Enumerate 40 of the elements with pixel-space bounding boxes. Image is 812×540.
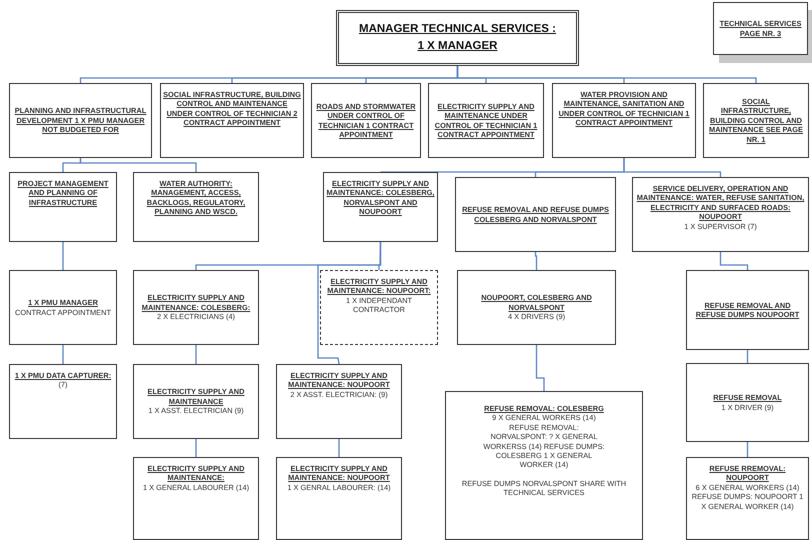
org-unit-box: [133, 270, 259, 345]
connector-line: [720, 252, 748, 270]
org-unit-box: [703, 83, 809, 158]
org-unit-box: [9, 83, 152, 158]
org-unit-box: [686, 270, 809, 350]
org-unit-box: [160, 83, 304, 158]
org-unit-box: [686, 457, 809, 540]
connector-line: [195, 345, 197, 364]
org-unit-box: [9, 172, 117, 242]
org-unit-box: [9, 270, 117, 345]
connector-line: [338, 439, 340, 457]
org-unit-box: [133, 172, 259, 242]
org-unit-box: [686, 363, 809, 442]
org-unit-box: [428, 83, 544, 158]
org-unit-box: [336, 10, 579, 66]
connector-line: [317, 242, 382, 364]
org-unit-box: [445, 391, 643, 540]
connector-line: [62, 345, 64, 364]
org-unit-box: [457, 270, 616, 345]
org-unit-box: [323, 172, 438, 242]
connector-line: [746, 350, 748, 363]
org-unit-box: [311, 83, 421, 158]
connector-line: [536, 345, 545, 391]
connector-line: [746, 442, 748, 457]
connector-line: [456, 66, 757, 83]
connector-line: [623, 158, 722, 177]
org-unit-box: [276, 364, 402, 439]
org-unit-box: [552, 83, 696, 158]
org-unit-box: [320, 270, 438, 345]
connector-line: [62, 242, 64, 270]
org-unit-box: [9, 364, 117, 439]
unit-heading: MANAGER TECHNICAL SERVICES : 1 X MANAGER: [358, 22, 557, 54]
org-unit-box: [133, 364, 259, 439]
org-unit-box: [632, 177, 809, 252]
org-unit-box: [276, 457, 402, 540]
connector-line: [534, 252, 538, 270]
connector-line: [80, 158, 197, 172]
org-unit-box: [133, 457, 259, 540]
org-unit-box: [455, 177, 616, 252]
connector-line: [195, 439, 197, 457]
